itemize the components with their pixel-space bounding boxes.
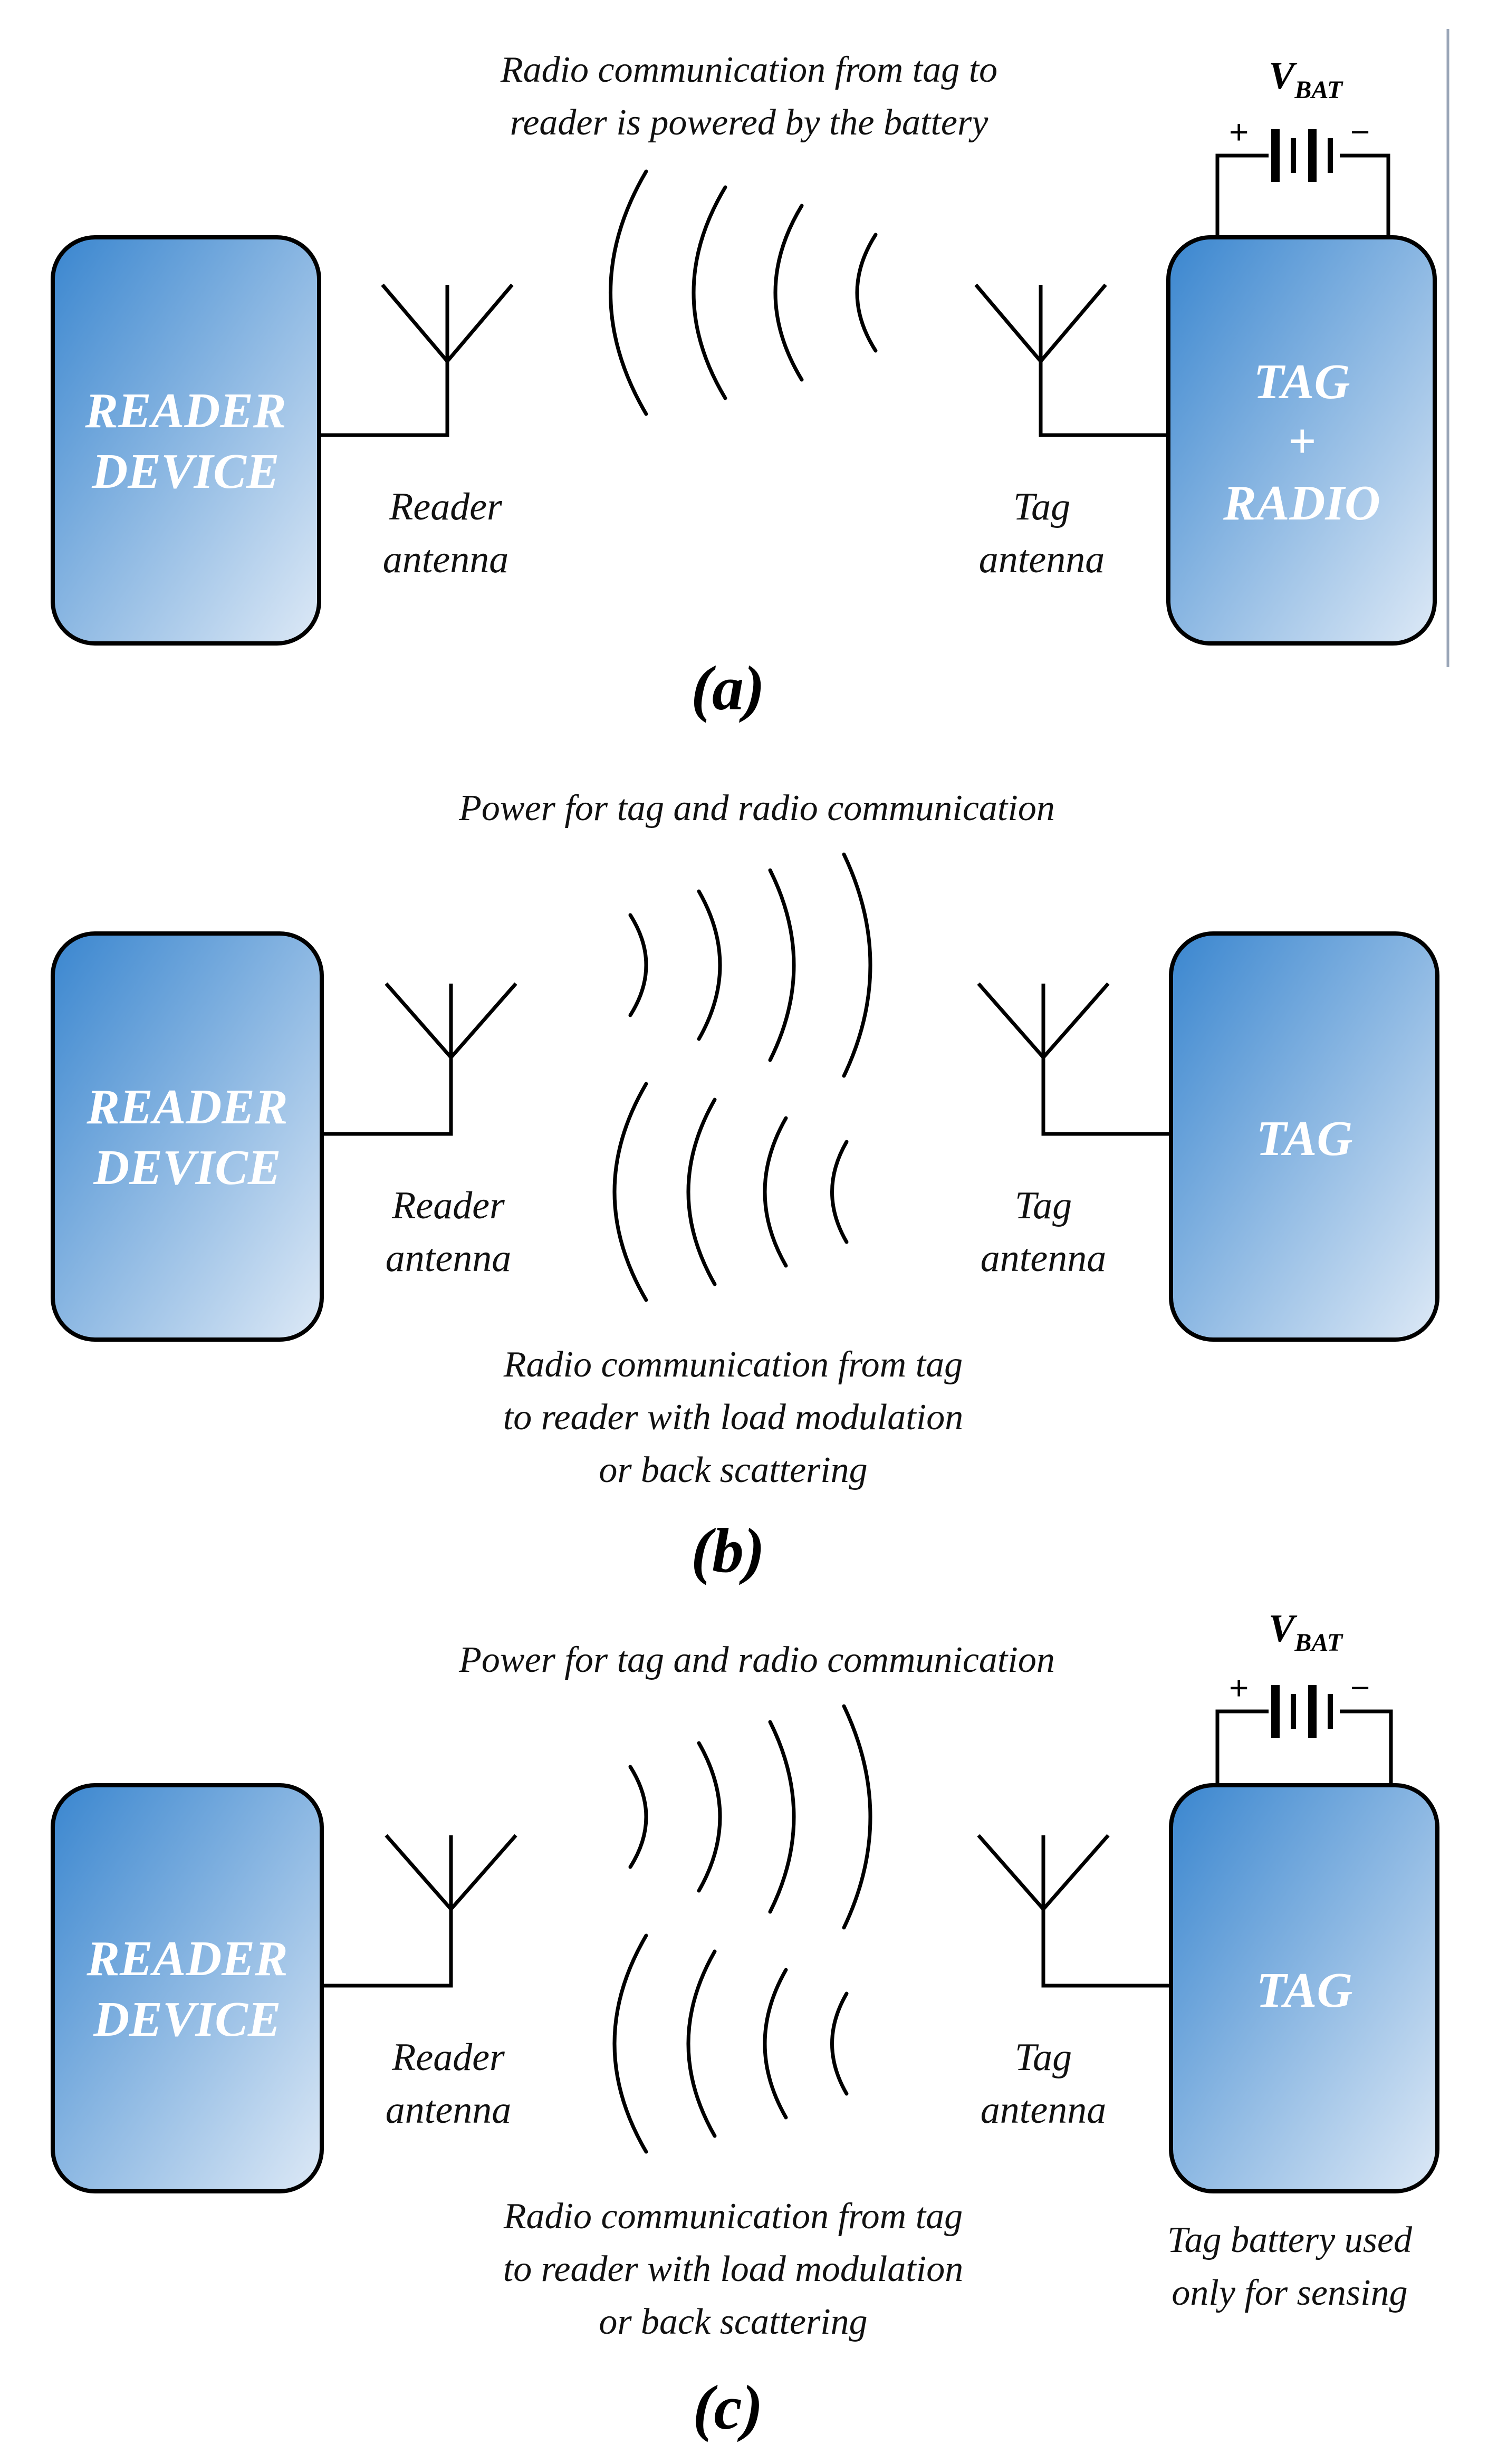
panel-c-reader-device-box <box>51 1783 324 2193</box>
panel-a-reader-antenna-label-2: antenna <box>383 538 508 581</box>
panel-c-label: (c) <box>693 2372 763 2442</box>
panel-a-reader-box-line-1: READER <box>84 383 286 438</box>
panel-b-reader-device-box <box>51 931 324 1342</box>
panel-c-battery-icon <box>1215 1685 1393 1785</box>
panel-a-battery-plus: + <box>1229 113 1249 151</box>
panel-a-tag-antenna-icon <box>974 283 1168 437</box>
panel-a-reader-device-box <box>51 235 321 646</box>
panel-c-caption-bottom-line-3: or back scattering <box>599 2302 867 2342</box>
panel-b-caption-bottom-line-2: to reader with load modulation <box>503 1397 963 1438</box>
panel-a: Radio communication from tag to reader i… <box>51 50 1437 723</box>
panel-a-reader-antenna-icon <box>319 283 514 437</box>
panel-b-caption-top: Power for tag and radio communication <box>458 788 1055 829</box>
panel-b-tag-box <box>1169 931 1439 1342</box>
panel-a-tag-box-line-3: RADIO <box>1223 476 1380 531</box>
panel-c: Power for tag and radio communication RE… <box>51 1607 1439 2442</box>
panel-c-tag-note-line-1: Tag battery used <box>1167 2220 1413 2260</box>
panel-a-battery-icon <box>1215 129 1390 237</box>
panel-c-reader-box-line-2: DEVICE <box>93 1992 281 2047</box>
panel-c-tag-box-label: TAG <box>1256 1963 1353 2018</box>
panel-c-reader-box-line-1: READER <box>86 1931 287 1986</box>
panel-c-tag-antenna-icon <box>977 1834 1171 1988</box>
panel-a-vbat-label: VBAT <box>1269 54 1343 104</box>
panel-b-caption-bottom-line-1: Radio communication from tag <box>503 1344 963 1385</box>
panel-a-battery-minus: − <box>1350 113 1370 151</box>
panel-b-reader-antenna-label-1: Reader <box>391 1184 505 1227</box>
panel-b-backscatter-waves-icon <box>612 1082 849 1302</box>
panel-a-tag-box-line-1: TAG <box>1254 354 1350 409</box>
panel-c-tag-box <box>1169 1783 1439 2193</box>
panel-c-tag-antenna-label-1: Tag <box>1015 2036 1072 2079</box>
panel-c-reader-antenna-icon <box>322 1834 517 1988</box>
panel-c-battery-plus: + <box>1229 1669 1249 1707</box>
panel-b-reader-box-line-2: DEVICE <box>93 1140 281 1195</box>
panel-a-label: (a) <box>691 653 765 723</box>
panel-b-reader-antenna-icon <box>322 982 517 1136</box>
panel-b-tag-antenna-icon <box>977 982 1171 1136</box>
panel-a-tag-antenna-label-1: Tag <box>1013 485 1070 528</box>
panel-b-reader-box-line-1: READER <box>86 1080 287 1134</box>
panel-c-tag-antenna-label-2: antenna <box>981 2088 1106 2132</box>
panel-a-caption-line-2: reader is powered by the battery <box>510 102 988 143</box>
panel-c-caption-top: Power for tag and radio communication <box>458 1640 1055 1680</box>
panel-c-power-waves-icon <box>628 1704 872 1930</box>
panel-a-tag-box-line-2: + <box>1288 414 1316 469</box>
panel-b-label: (b) <box>691 1515 765 1585</box>
panel-b: Power for tag and radio communication RE… <box>51 788 1439 1585</box>
panel-b-tag-antenna-label-2: antenna <box>981 1237 1106 1280</box>
panel-b-caption-bottom-line-3: or back scattering <box>599 1450 867 1490</box>
panel-c-caption-bottom-line-2: to reader with load modulation <box>503 2249 963 2289</box>
panel-a-reader-box-line-2: DEVICE <box>91 444 279 499</box>
panel-b-tag-box-label: TAG <box>1256 1111 1353 1166</box>
panel-a-radio-waves-icon <box>609 169 878 416</box>
panel-c-backscatter-waves-icon <box>612 1933 849 2154</box>
panel-b-tag-antenna-label-1: Tag <box>1015 1184 1072 1227</box>
panel-c-caption-bottom-line-1: Radio communication from tag <box>503 2196 963 2237</box>
panel-a-tag-antenna-label-2: antenna <box>979 538 1105 581</box>
panel-b-power-waves-icon <box>628 852 872 1078</box>
panel-c-tag-note-line-2: only for sensing <box>1172 2273 1407 2313</box>
panel-b-reader-antenna-label-2: antenna <box>386 1237 511 1280</box>
panel-c-reader-antenna-label-2: antenna <box>386 2088 511 2132</box>
panel-a-reader-antenna-label-1: Reader <box>389 485 503 528</box>
panel-a-caption-line-1: Radio communication from tag to <box>500 50 997 90</box>
panel-c-battery-minus: − <box>1350 1669 1370 1707</box>
panel-c-reader-antenna-label-1: Reader <box>391 2036 505 2079</box>
panel-a-tag-radio-box <box>1166 235 1437 646</box>
panel-c-vbat-label: VBAT <box>1269 1607 1343 1657</box>
